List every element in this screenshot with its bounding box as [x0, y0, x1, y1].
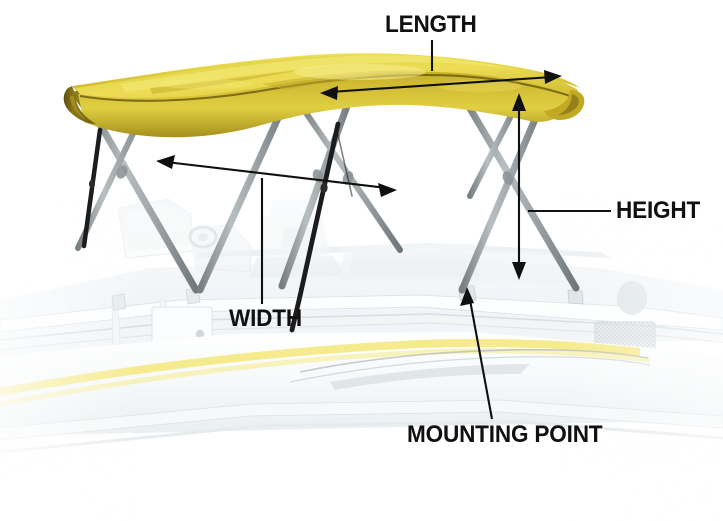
length-arrow	[320, 70, 562, 100]
mounting-point-arrow	[460, 287, 494, 420]
height-arrow	[512, 93, 526, 280]
boat-hull	[0, 190, 723, 521]
width-arrow	[156, 155, 397, 197]
width-label: WIDTH	[229, 305, 302, 332]
bimini-canopy	[63, 53, 585, 138]
height-label: HEIGHT	[616, 197, 701, 224]
mounting-point-label: MOUNTING POINT	[407, 421, 603, 448]
length-label: LENGTH	[385, 11, 477, 38]
annotation-arrows	[156, 40, 611, 420]
